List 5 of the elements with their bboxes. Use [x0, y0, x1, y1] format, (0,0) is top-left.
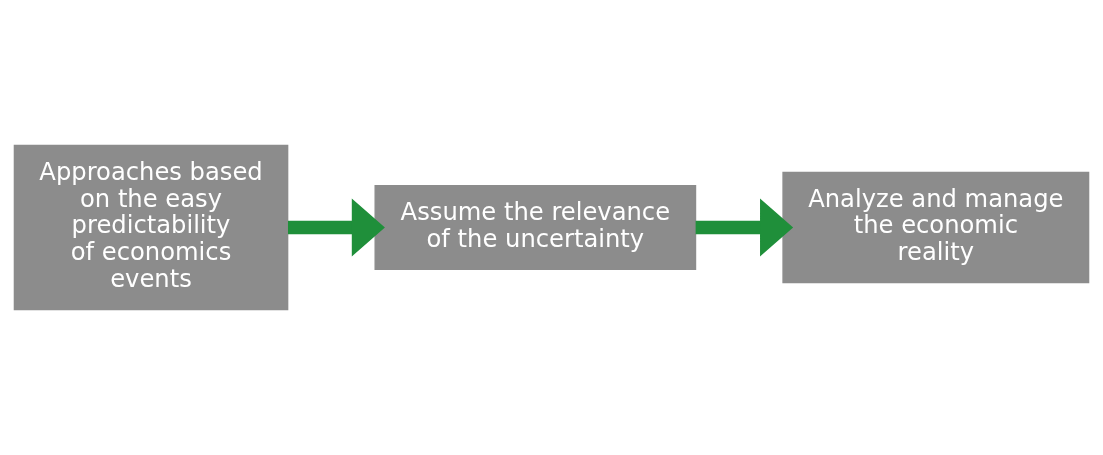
arrow [695, 198, 794, 257]
node-box: Assume the relevance of the uncertainty [374, 185, 697, 270]
node-box: Approaches based on the easy predictability of economics events [13, 144, 289, 311]
node-box: Analyze and manage the economic reality [782, 171, 1090, 284]
arrow [288, 198, 385, 257]
